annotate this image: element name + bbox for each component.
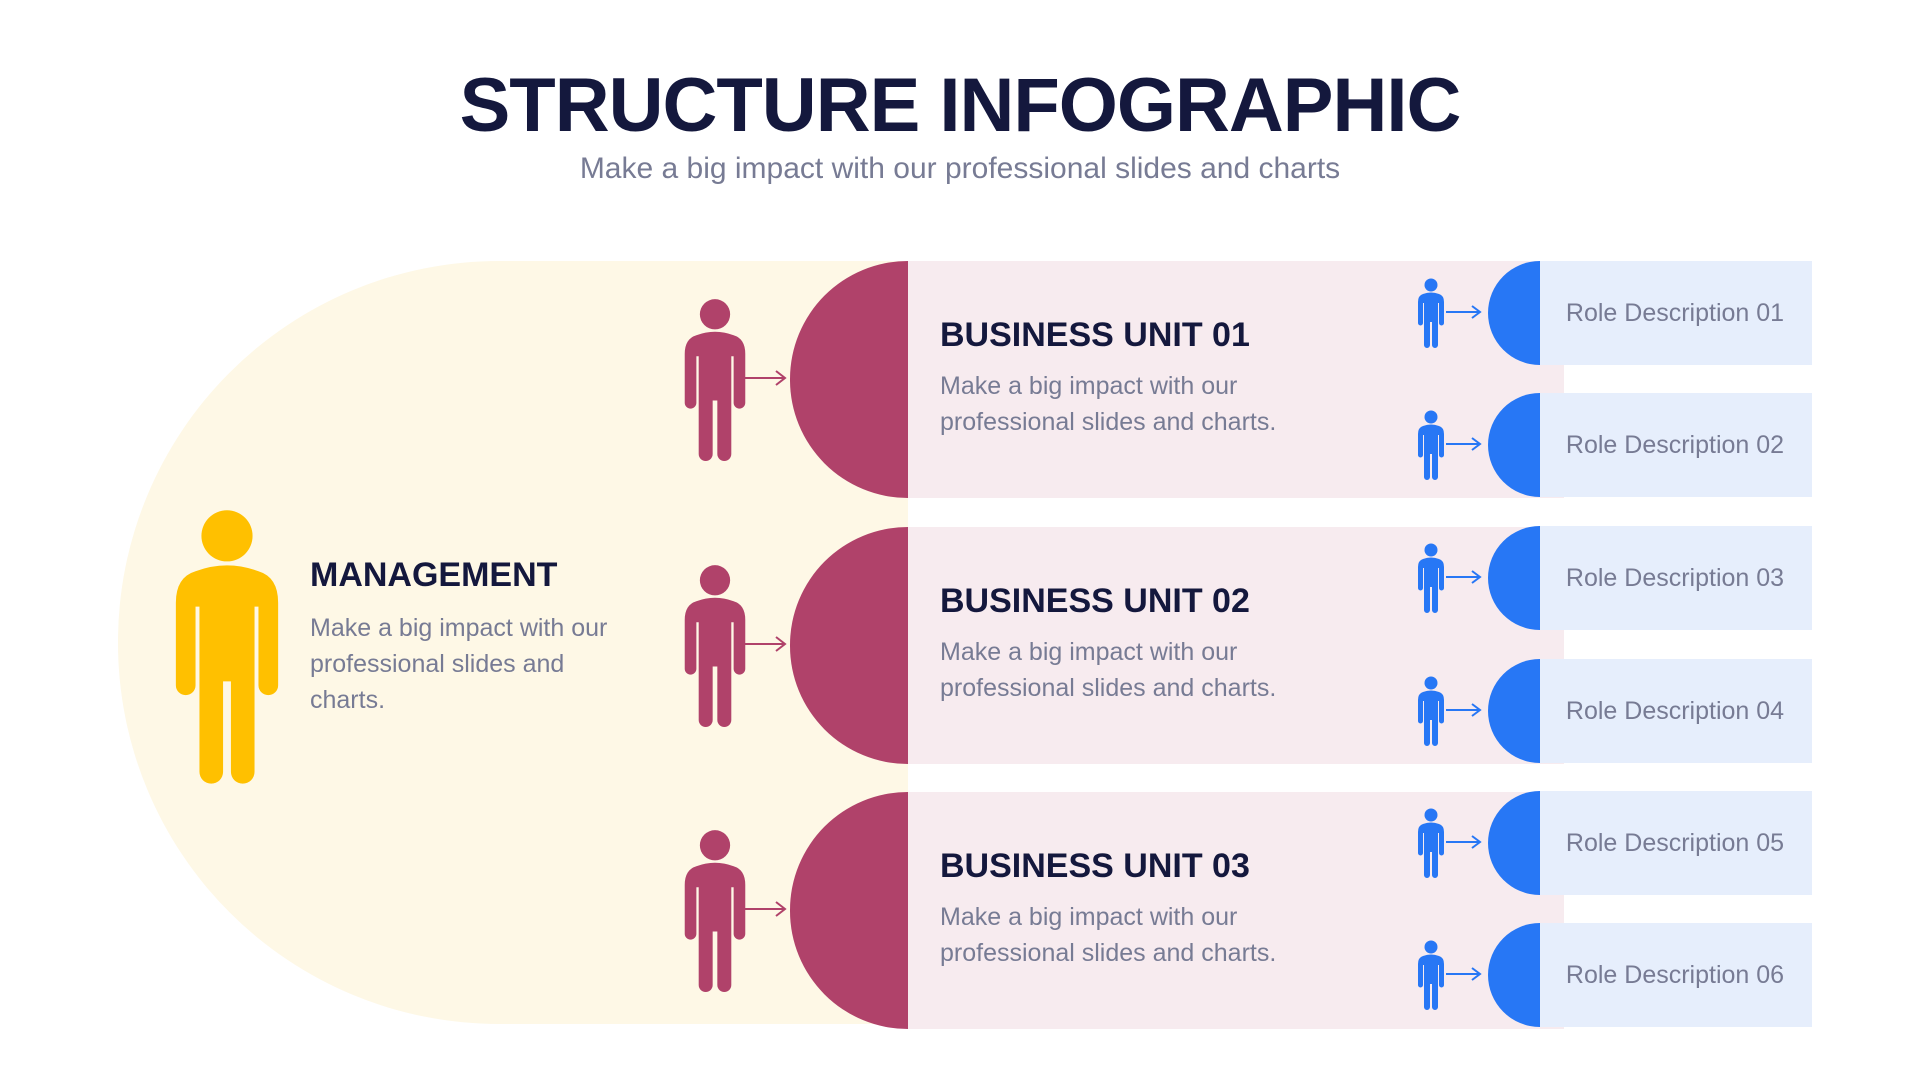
role-panel (1538, 261, 1812, 365)
role-panel (1538, 659, 1812, 763)
page-subtitle: Make a big impact with our professional … (579, 152, 1341, 185)
business-unit-title: BUSINESS UNIT 03 (940, 847, 1250, 885)
unit-person-icon (684, 565, 746, 727)
business-unit-panel (908, 527, 1564, 764)
arrow-right-icon (1446, 703, 1482, 717)
arrow-right-icon (1446, 835, 1482, 849)
role-person-icon (1418, 410, 1444, 480)
business-unit-description: Make a big impact with our professional … (940, 372, 1277, 436)
role-label: Role Description 02 (1565, 431, 1785, 459)
arrow-right-icon (1446, 570, 1482, 584)
role-label: Role Description 06 (1565, 961, 1785, 989)
business-unit-panel (908, 261, 1564, 498)
role-label: Role Description 03 (1565, 564, 1785, 592)
arrow-right-icon (1446, 437, 1482, 451)
unit-person-icon (684, 299, 746, 461)
arrow-right-icon (744, 636, 787, 652)
business-unit-description: Make a big impact with our professional … (940, 638, 1277, 702)
arrow-right-icon (744, 370, 787, 386)
unit-person-icon (684, 830, 746, 992)
role-panel (1538, 791, 1812, 895)
role-label: Role Description 01 (1565, 299, 1785, 327)
role-panel (1538, 526, 1812, 630)
role-label: Role Description 04 (1565, 697, 1785, 725)
role-person-icon (1418, 940, 1444, 1010)
business-unit-panel (908, 792, 1564, 1029)
role-person-icon (1418, 808, 1444, 878)
role-label: Role Description 05 (1565, 829, 1785, 857)
business-unit-title: BUSINESS UNIT 02 (940, 582, 1250, 620)
arrow-right-icon (744, 901, 787, 917)
role-person-icon (1418, 278, 1444, 348)
business-unit-title: BUSINESS UNIT 01 (940, 316, 1250, 354)
role-person-icon (1418, 676, 1444, 746)
page-title: STRUCTURE INFOGRAPHIC (459, 63, 1462, 148)
arrow-right-icon (1446, 305, 1482, 319)
management-title: MANAGEMENT (310, 556, 558, 594)
management-person-icon (175, 510, 279, 784)
business-unit-description: Make a big impact with our professional … (940, 903, 1277, 967)
role-panel (1538, 923, 1812, 1027)
arrow-right-icon (1446, 967, 1482, 981)
role-person-icon (1418, 543, 1444, 613)
role-panel (1538, 393, 1812, 497)
management-description: Make a big impact with our professional … (310, 614, 608, 714)
